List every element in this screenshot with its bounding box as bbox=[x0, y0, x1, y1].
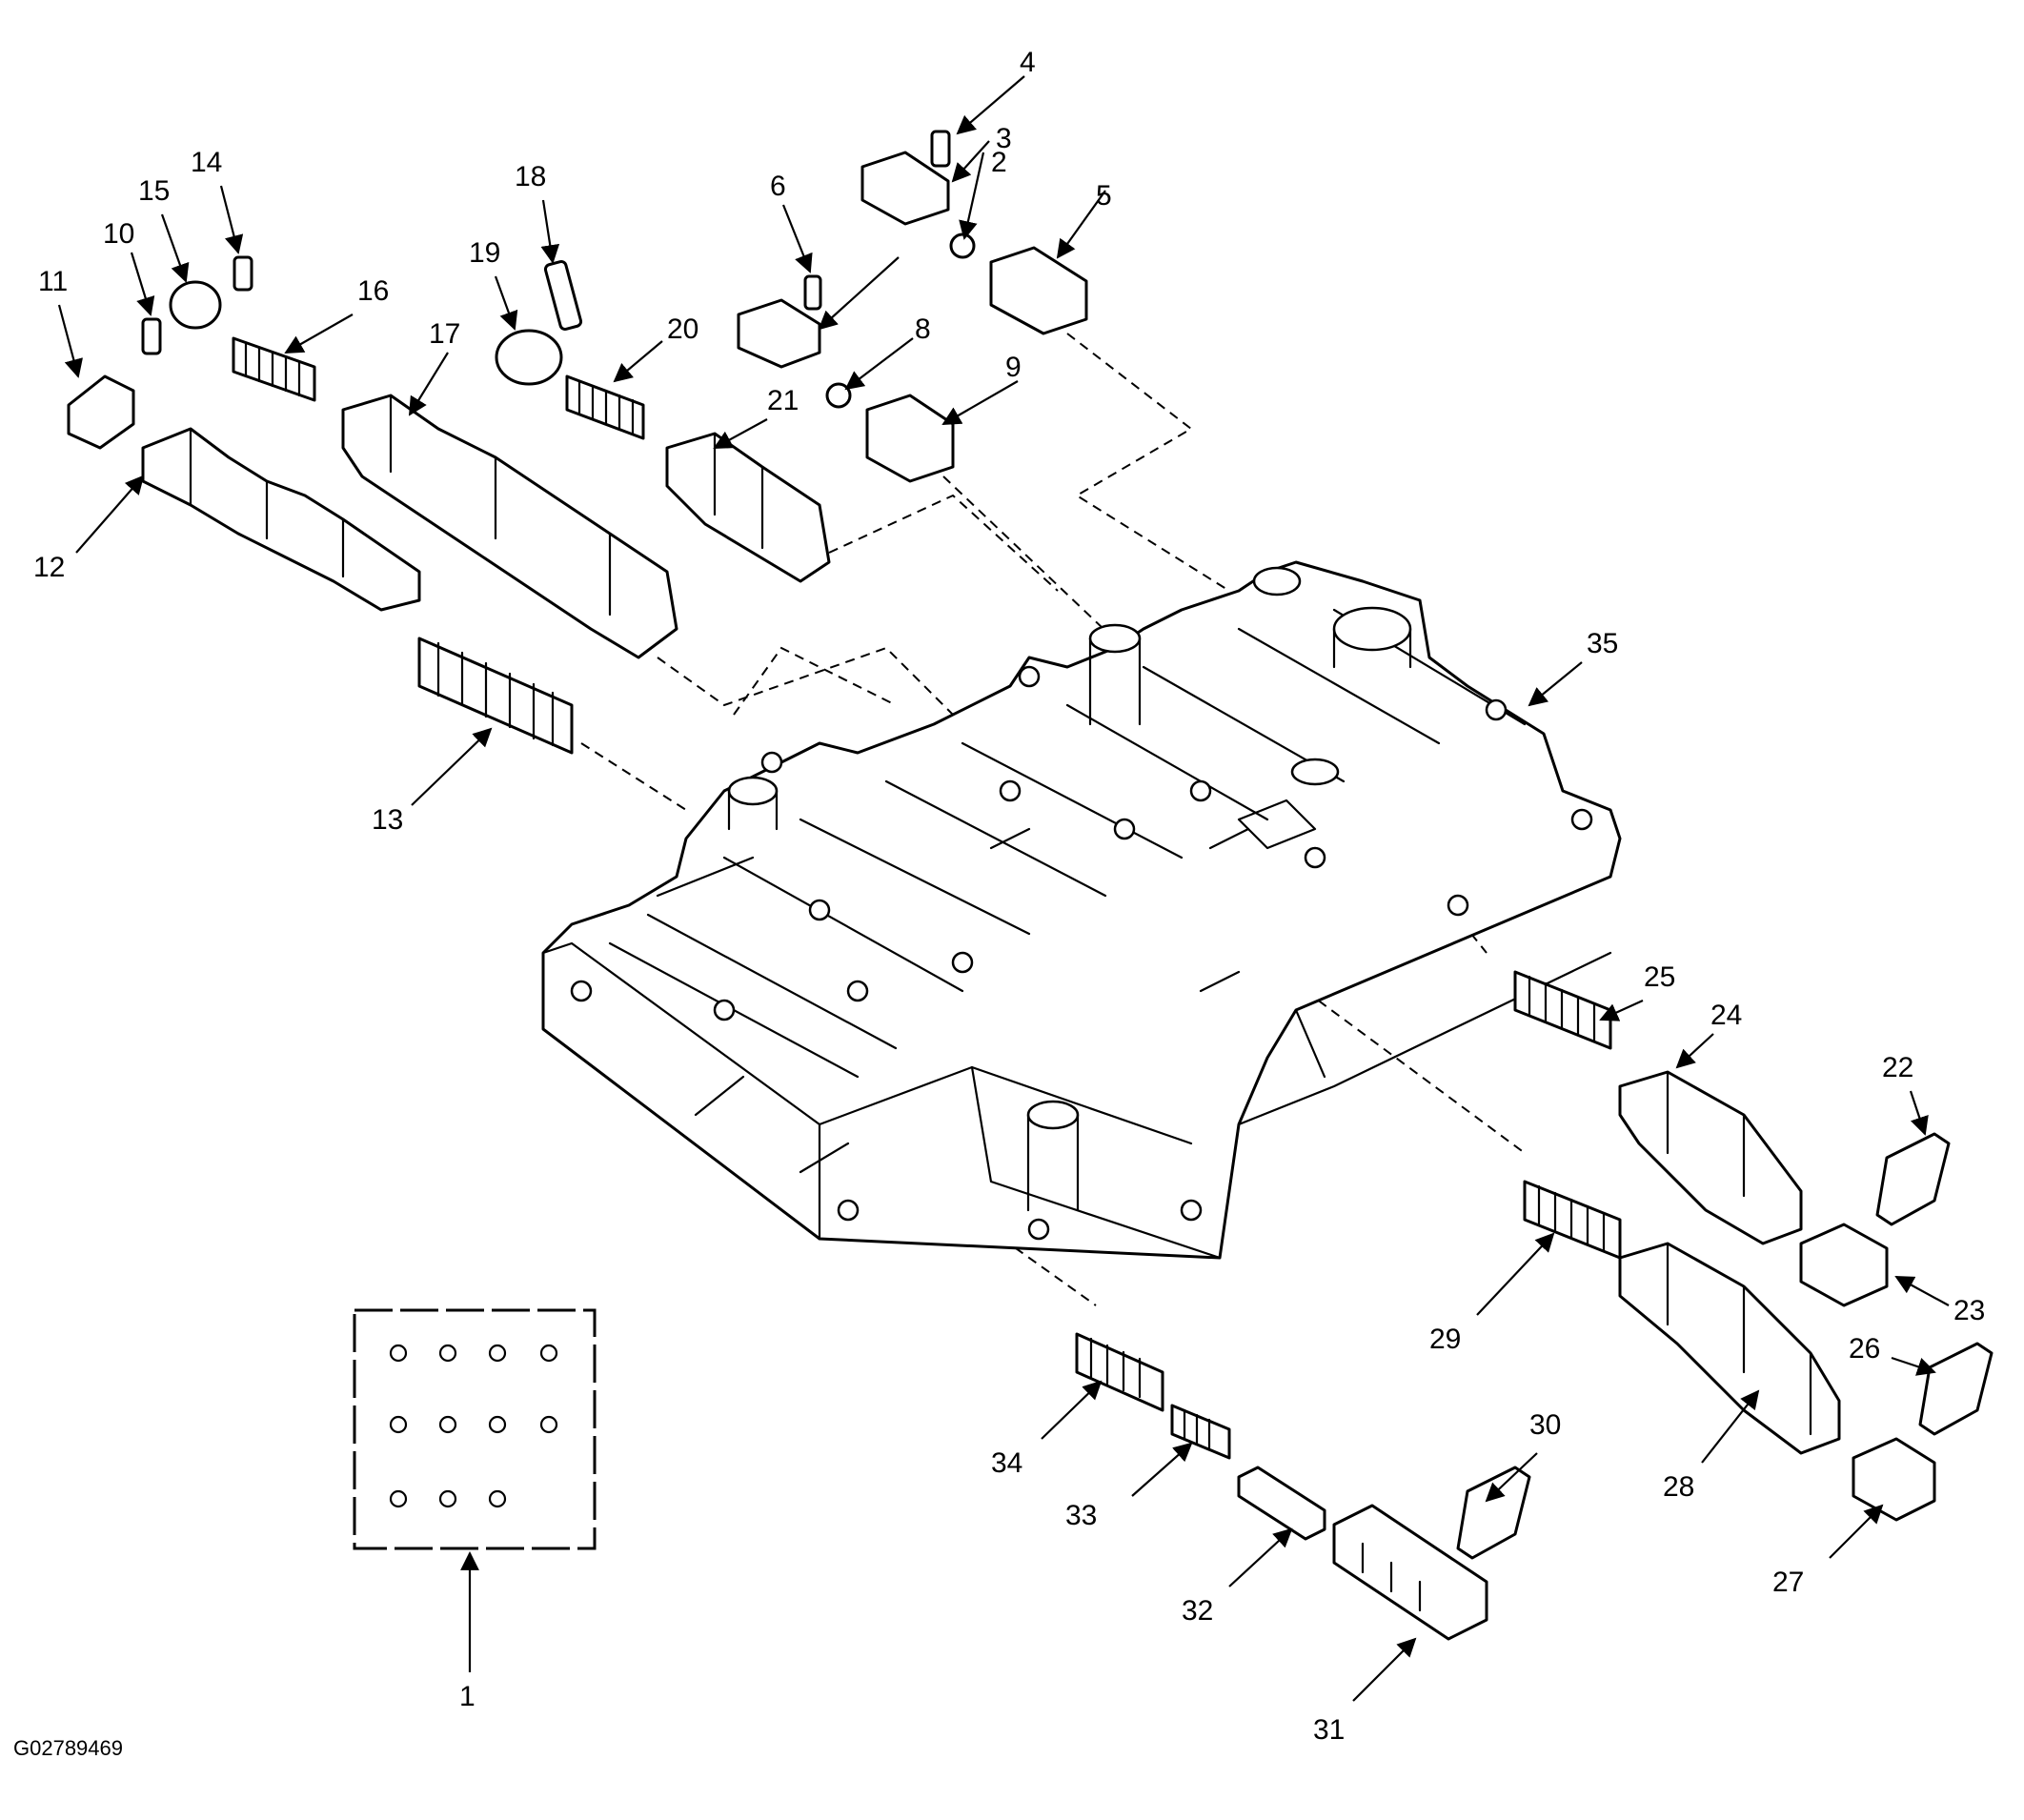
callout-9: 9 bbox=[1005, 352, 1022, 383]
callout-labels: 1 2 3 4 5 6 8 9 10 11 12 13 14 15 16 17 … bbox=[33, 47, 1985, 1746]
callout-21: 21 bbox=[767, 385, 799, 416]
part-15-sleeve bbox=[169, 280, 222, 330]
callout-20: 20 bbox=[667, 313, 698, 345]
part-19-sleeve bbox=[495, 329, 563, 386]
part-10-pin bbox=[141, 317, 162, 355]
callout-27: 27 bbox=[1772, 1567, 1804, 1598]
part-30-clip bbox=[1456, 1466, 1531, 1560]
callout-2: 2 bbox=[991, 147, 1007, 178]
part-9-valve bbox=[865, 394, 955, 483]
callout-4: 4 bbox=[1020, 47, 1036, 78]
callout-31: 31 bbox=[1313, 1714, 1345, 1746]
callout-24: 24 bbox=[1710, 1000, 1742, 1031]
callout-13: 13 bbox=[372, 804, 403, 836]
part-23-plug bbox=[1799, 1223, 1889, 1307]
figure-id: G02789469 bbox=[13, 1736, 123, 1760]
callout-16: 16 bbox=[357, 275, 389, 307]
callout-19: 19 bbox=[469, 237, 500, 269]
part-16-spring bbox=[232, 336, 316, 402]
callout-34: 34 bbox=[991, 1447, 1022, 1479]
callout-22: 22 bbox=[1882, 1052, 1913, 1083]
part-7-sleeve bbox=[737, 298, 821, 369]
callout-8: 8 bbox=[915, 313, 931, 345]
part-2-ball bbox=[949, 233, 976, 259]
callout-10: 10 bbox=[103, 218, 134, 250]
part-24-valve bbox=[1618, 1070, 1803, 1245]
part-13-spring bbox=[417, 637, 574, 755]
callout-32: 32 bbox=[1182, 1595, 1213, 1627]
part-18-pin bbox=[543, 259, 583, 332]
part-8-ball bbox=[825, 382, 852, 409]
part-1-plate bbox=[353, 1308, 597, 1550]
part-28-valve bbox=[1618, 1242, 1841, 1455]
part-22-clip bbox=[1875, 1132, 1951, 1226]
callout-23: 23 bbox=[1953, 1295, 1985, 1326]
callout-17: 17 bbox=[429, 318, 460, 350]
part-32-pin bbox=[1237, 1466, 1326, 1541]
callout-30: 30 bbox=[1529, 1409, 1561, 1441]
part-33-spring bbox=[1170, 1404, 1231, 1460]
part-12-valve bbox=[141, 427, 421, 612]
part-34-spring bbox=[1075, 1332, 1164, 1412]
callout-33: 33 bbox=[1065, 1500, 1097, 1531]
part-14-pin bbox=[233, 255, 253, 292]
part-21-valve bbox=[665, 432, 831, 583]
part-27-plug bbox=[1852, 1437, 1936, 1522]
callout-35: 35 bbox=[1587, 628, 1618, 659]
lower-right-components bbox=[1075, 970, 1994, 1641]
callout-18: 18 bbox=[515, 161, 546, 192]
part-31-valve bbox=[1332, 1504, 1488, 1641]
callout-26: 26 bbox=[1849, 1333, 1880, 1365]
callout-6: 6 bbox=[770, 171, 786, 202]
callout-11: 11 bbox=[38, 266, 68, 297]
valve-body-housing bbox=[541, 560, 1622, 1260]
callout-14: 14 bbox=[191, 147, 222, 178]
callout-1: 1 bbox=[459, 1681, 476, 1712]
callout-15: 15 bbox=[138, 175, 170, 207]
part-4-pin bbox=[930, 130, 951, 168]
part-26-clip bbox=[1918, 1342, 1994, 1436]
part-6-pin bbox=[803, 274, 822, 311]
callout-25: 25 bbox=[1644, 961, 1675, 993]
leader-arrows bbox=[57, 75, 1950, 1702]
callout-28: 28 bbox=[1663, 1471, 1694, 1503]
callout-5: 5 bbox=[1096, 180, 1112, 212]
part-11-plug bbox=[67, 374, 135, 450]
callout-3: 3 bbox=[996, 123, 1012, 154]
upper-components bbox=[67, 130, 1088, 755]
part-3-sleeve bbox=[860, 151, 950, 226]
part-17-valve bbox=[341, 394, 678, 659]
callout-12: 12 bbox=[33, 552, 65, 583]
callout-29: 29 bbox=[1429, 1324, 1461, 1355]
part-5-valve bbox=[989, 246, 1088, 335]
